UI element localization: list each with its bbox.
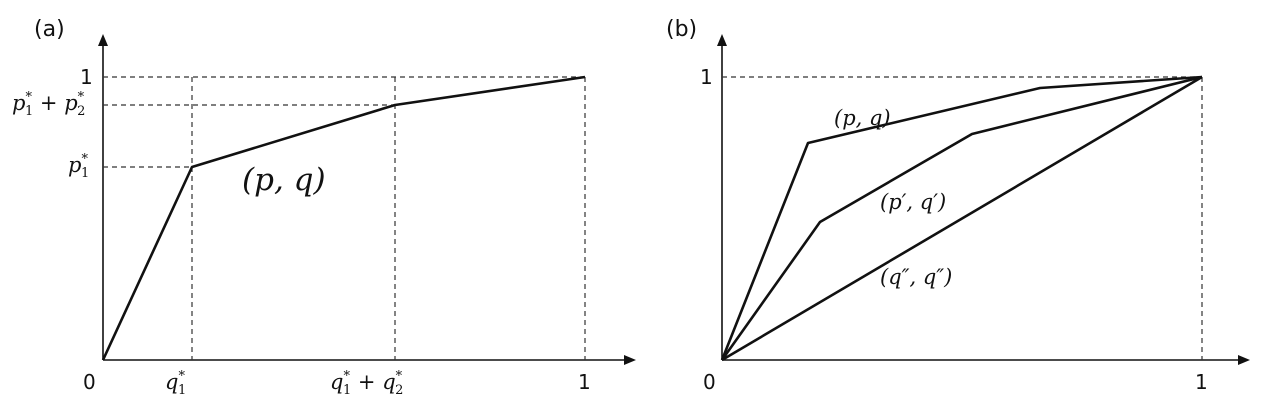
- panel-a-x-tick-one: 1: [578, 370, 591, 394]
- panel-a-origin-label: 0: [83, 370, 96, 394]
- panel-a-y-tick-one: 1: [80, 65, 93, 89]
- panel-b-origin-label: 0: [703, 370, 716, 394]
- panel-a-y-tick-p1: p*1: [68, 152, 89, 181]
- panel-b-x-axis-arrow: [1238, 355, 1250, 365]
- panel-a: (a) (p, q) 0 q*1 q*1 + q*2 1 1 p*1 + p*2…: [12, 17, 636, 398]
- panel-b-curve-pq: [720, 75, 1203, 361]
- panel-b-y-tick-one: 1: [700, 65, 713, 89]
- panel-a-curve-pq: [101, 75, 586, 361]
- panel-a-x-tick-q12: q*1 + q*2: [330, 369, 403, 398]
- panel-a-label: (a): [34, 17, 65, 42]
- panel-b: (b) (p, q) (p′, q′) (q″, q″) 0 1 1: [666, 17, 1250, 394]
- panel-b-x-tick-one: 1: [1195, 370, 1208, 394]
- panel-b-curve-p-prime-q-prime: [720, 75, 1203, 361]
- panel-a-y-axis-arrow: [98, 34, 108, 46]
- panel-a-y-tick-p12: p*1 + p*2: [12, 90, 85, 119]
- panel-a-x-axis-arrow: [624, 355, 636, 365]
- panel-b-curve-diagonal: [721, 75, 1203, 362]
- panel-b-curve-label-q-dprime: (q″, q″): [880, 265, 952, 289]
- panel-a-x-tick-q1: q*1: [165, 369, 186, 398]
- panel-a-curve-label: (p, q): [242, 162, 326, 198]
- panel-b-label: (b): [666, 17, 697, 42]
- panel-b-curve-label-pq: (p, q): [834, 106, 891, 130]
- panel-b-y-axis-arrow: [717, 34, 727, 46]
- panel-b-curve-label-p-prime: (p′, q′): [880, 190, 946, 214]
